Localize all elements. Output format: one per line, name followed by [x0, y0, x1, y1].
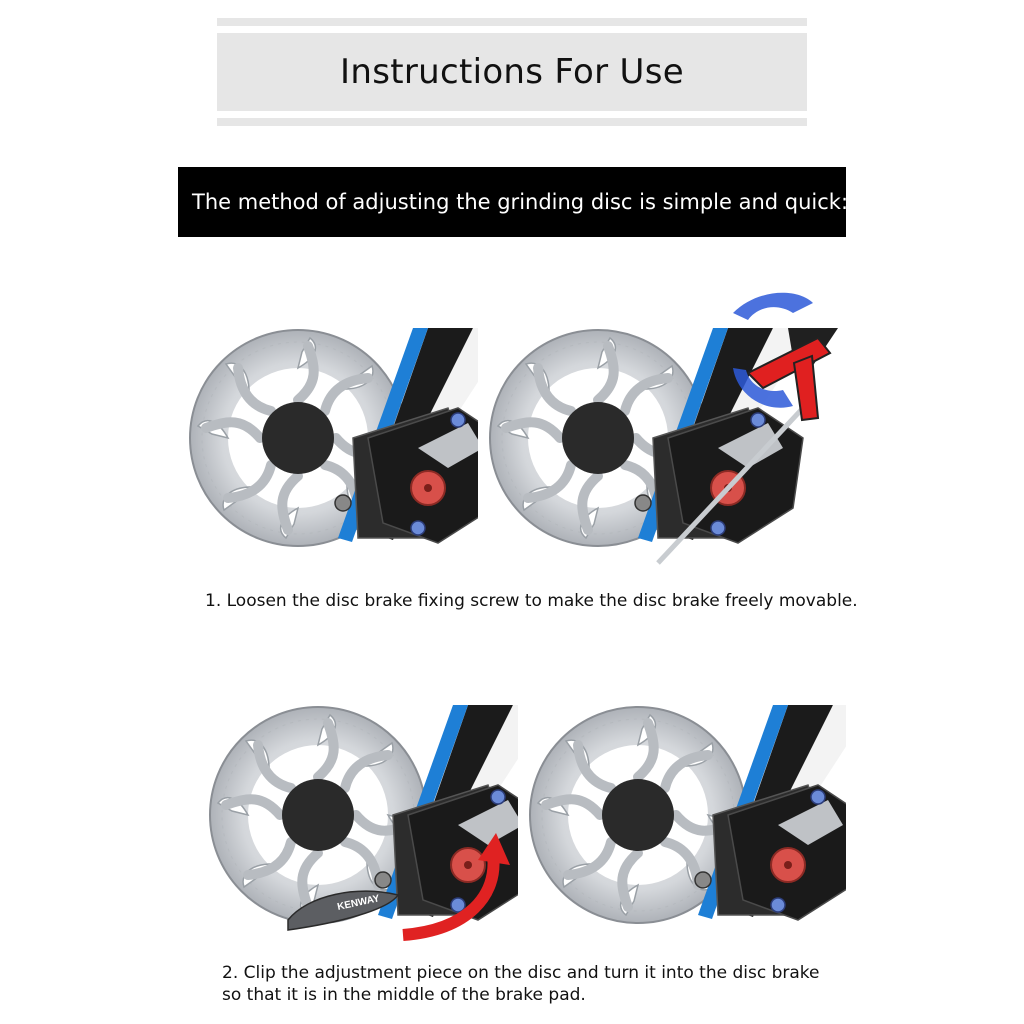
brake-illustration-2	[478, 292, 839, 565]
photo-step1-caliper	[178, 238, 478, 568]
step2-caption: 2. Clip the adjustment piece on the disc…	[222, 962, 820, 1006]
brake-illustration-3: KENWAY	[178, 625, 518, 941]
brake-illustration-1	[178, 238, 478, 568]
photo-step2-aligned	[518, 625, 846, 945]
intro-bar: The method of adjusting the grinding dis…	[178, 167, 849, 237]
curved-arrow-icon	[402, 854, 500, 941]
banner-bottom-line	[217, 118, 807, 126]
step1-caption: 1. Loosen the disc brake fixing screw to…	[205, 591, 858, 611]
banner-top-line	[217, 18, 807, 26]
t-wrench-icon	[656, 292, 832, 565]
arrow-head-icon	[478, 833, 510, 865]
title-banner: Instructions For Use	[217, 33, 807, 111]
step2-caption-line2: so that it is in the middle of the brake…	[222, 985, 586, 1005]
brake-illustration-4	[518, 625, 846, 945]
photo-step2-tool: KENWAY	[178, 625, 518, 945]
adjustment-tool-icon: KENWAY	[287, 890, 400, 931]
photo-step1-wrench	[478, 238, 846, 568]
step2-caption-line1: 2. Clip the adjustment piece on the disc…	[222, 963, 820, 983]
intro-text: The method of adjusting the grinding dis…	[192, 190, 849, 214]
page-title: Instructions For Use	[340, 52, 684, 92]
